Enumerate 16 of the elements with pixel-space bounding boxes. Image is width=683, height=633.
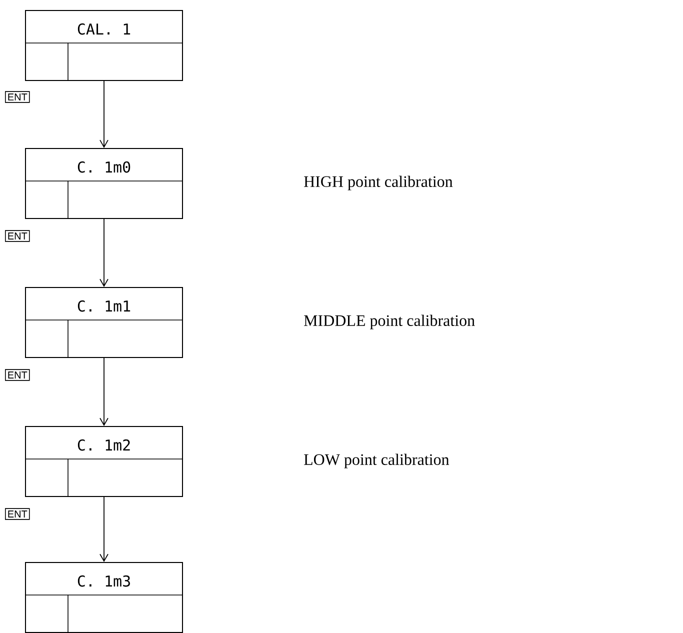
step-description: LOW point calibration (304, 454, 450, 468)
arrow (100, 218, 108, 287)
step-description: HIGH point calibration (304, 176, 453, 190)
display-box: C. 1m0 (24, 148, 183, 219)
key-button: ENT (5, 230, 30, 242)
display-box: C. 1m3 (24, 562, 183, 633)
step-description: MIDDLE point calibration (304, 314, 475, 330)
key-button: ENT (5, 508, 30, 520)
key-button: ENT (5, 369, 30, 381)
display-box: C. 1m1 (24, 287, 183, 358)
display-box: CAL. 1 (24, 10, 183, 81)
display-box: C. 1m2 (24, 426, 183, 497)
arrow (100, 80, 108, 148)
arrow (100, 358, 108, 426)
key-button: ENT (5, 91, 30, 103)
arrow (100, 496, 108, 562)
